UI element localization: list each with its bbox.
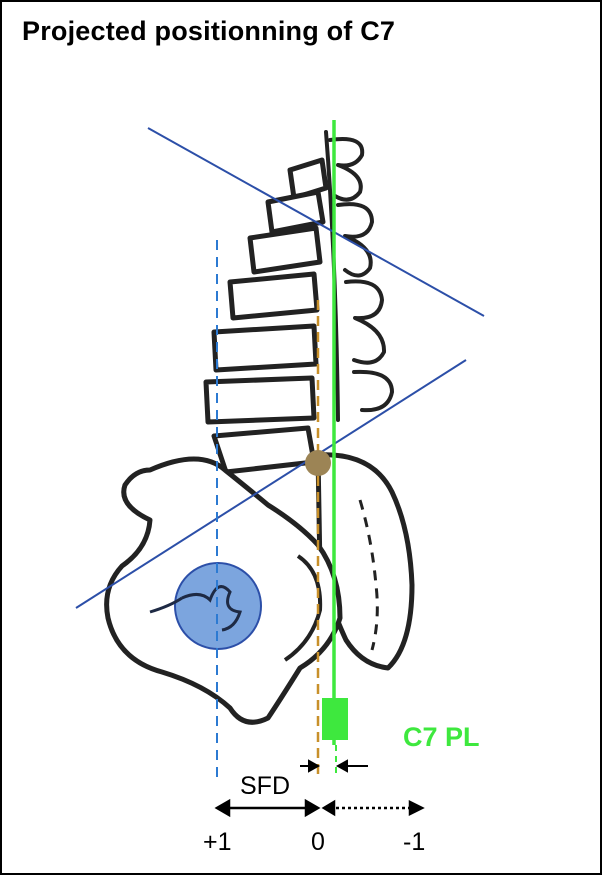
spinous-process-3 xyxy=(346,281,384,362)
vertebra-6 xyxy=(206,378,314,422)
vertebra-5 xyxy=(214,326,316,370)
sfd-scale xyxy=(217,801,422,815)
spinous-process-4 xyxy=(354,372,392,410)
lumbar-spine xyxy=(206,160,326,472)
scale-zero-label: 0 xyxy=(311,828,325,857)
scale-minus-one-label: -1 xyxy=(403,828,425,857)
gap-arrows xyxy=(300,761,368,771)
spinous-process-2 xyxy=(338,204,372,275)
vertebra-4 xyxy=(230,274,317,318)
c7-marker xyxy=(322,698,348,740)
sfd-label: SFD xyxy=(240,772,290,801)
posterior-elements xyxy=(326,132,392,420)
spinal-canal xyxy=(326,132,338,420)
c7-plumb-line-label: C7 PL xyxy=(403,722,480,753)
scale-plus-one-label: +1 xyxy=(203,828,232,857)
vertebra-3 xyxy=(250,228,320,272)
sacral-center-point xyxy=(305,450,331,476)
